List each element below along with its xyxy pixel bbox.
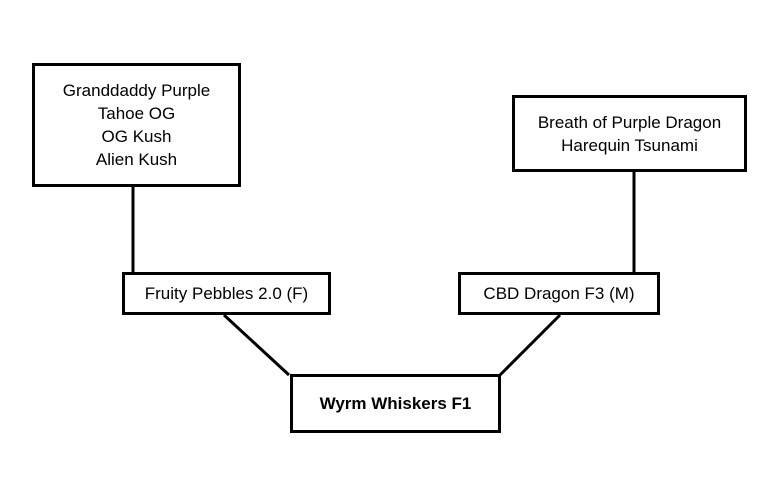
parent-left-line-1: Granddaddy Purple: [62, 81, 211, 100]
connector-mid-left-to-child: [222, 313, 291, 377]
mid-right-node: CBD Dragon F3 (M): [458, 272, 660, 315]
connector-mid-right-to-child: [498, 313, 562, 377]
parent-right-line-1: Breath of Purple Dragon: [537, 112, 722, 132]
child-node: Wyrm Whiskers F1: [290, 374, 501, 433]
parent-left-line-2: Tahoe OG: [97, 104, 176, 123]
parent-left-line-4: Alien Kush: [95, 150, 178, 169]
parent-right-line-2: Harequin Tsunami: [561, 135, 698, 155]
mid-left-node: Fruity Pebbles 2.0 (F): [122, 272, 331, 315]
mid-left-label: Fruity Pebbles 2.0 (F): [144, 284, 309, 303]
parent-left-line-3: OG Kush: [101, 127, 172, 146]
parent-left-node: Granddaddy Purple Tahoe OG OG Kush Alien…: [32, 63, 241, 187]
mid-right-label: CBD Dragon F3 (M): [483, 284, 635, 303]
parent-right-node: Breath of Purple Dragon Harequin Tsunami: [512, 95, 747, 172]
child-label: Wyrm Whiskers F1: [319, 394, 472, 413]
